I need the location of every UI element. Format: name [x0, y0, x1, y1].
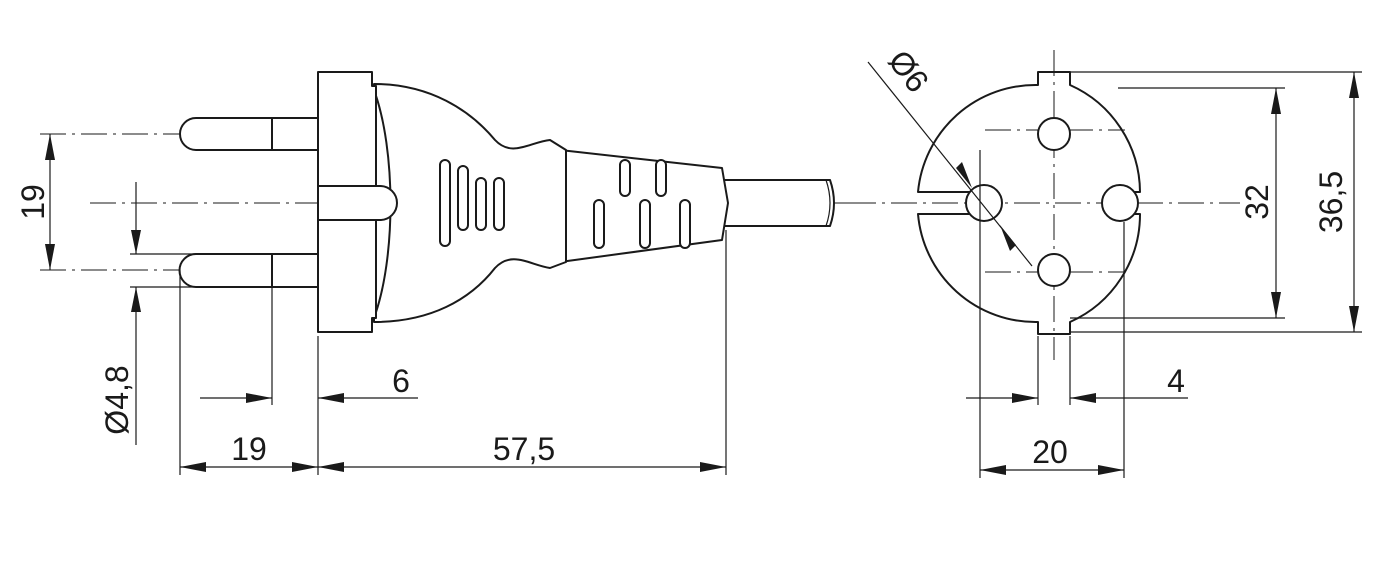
- grip-rib-1: [439, 159, 451, 247]
- plug-body: [373, 83, 567, 323]
- dim-overall-height: 36,5: [1313, 72, 1359, 332]
- hole-top: [1037, 117, 1071, 151]
- dim-hole-spacing-vertical: 32: [1239, 88, 1281, 318]
- dim-pin-spacing: 19: [15, 134, 55, 270]
- dim-label-flange: 6: [392, 363, 410, 399]
- dim-label-pin-spacing: 19: [15, 184, 51, 220]
- plug-front-view: Ø6 32 36,5 4 20: [850, 43, 1362, 478]
- dim-flange: 6: [200, 363, 418, 403]
- grip-rib-4: [493, 177, 505, 231]
- cable: [721, 179, 835, 227]
- dim-label-body-length: 57,5: [493, 431, 555, 467]
- dim-notch-width: 4: [966, 363, 1188, 403]
- dim-label-hole-diameter: Ø6: [881, 43, 936, 99]
- dim-label-hole-spacing-horizontal: 20: [1032, 434, 1068, 470]
- plug-flange: [317, 71, 398, 333]
- dim-label-overall-height: 36,5: [1313, 171, 1349, 233]
- dim-pin-diameter: Ø4,8: [99, 182, 196, 445]
- grip-rib-3: [475, 177, 487, 231]
- dim-body-length: 57,5: [318, 431, 726, 472]
- grip-rib-2: [457, 165, 469, 231]
- dim-label-pin-length: 19: [231, 431, 267, 467]
- dim-label-pin-diameter: Ø4,8: [99, 365, 135, 434]
- hole-left: [965, 184, 1003, 222]
- top-pin: [40, 117, 319, 151]
- hole-right: [1101, 184, 1139, 222]
- hole-bottom: [1037, 253, 1071, 287]
- dim-label-hole-spacing-vertical: 32: [1239, 184, 1275, 220]
- plug-side-view: 19 Ø4,8 6 19: [15, 71, 850, 475]
- dim-label-notch-width: 4: [1167, 363, 1185, 399]
- dim-pin-length: 19: [180, 431, 318, 472]
- dim-hole-spacing-horizontal: 20: [980, 434, 1124, 475]
- strain-relief: [559, 149, 729, 263]
- bottom-pin: [40, 253, 319, 288]
